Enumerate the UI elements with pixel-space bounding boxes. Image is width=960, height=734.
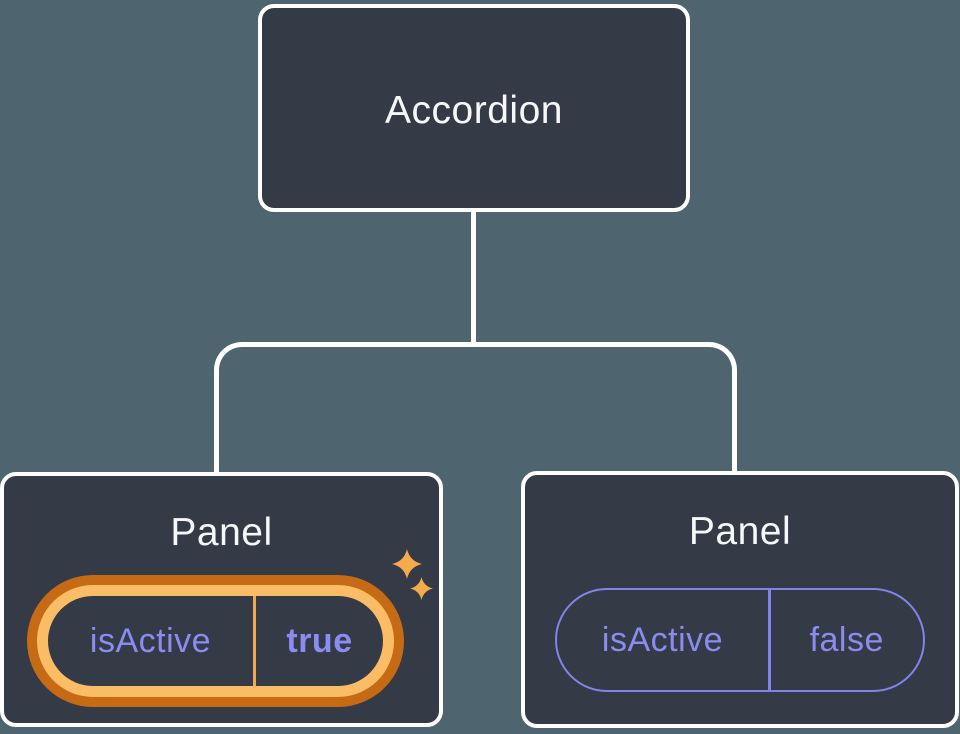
prop-pill-divider <box>768 590 771 690</box>
panel-node-inactive: Panel isActive false <box>521 471 959 728</box>
panel-node-label: Panel <box>688 510 792 553</box>
connector-branch <box>214 342 737 472</box>
prop-value: false <box>809 620 884 659</box>
prop-pill-divider <box>253 596 256 686</box>
accordion-node-label: Accordion <box>385 89 563 132</box>
panel-node-label: Panel <box>170 511 273 554</box>
prop-pill-active-ring: isActive true <box>37 585 394 697</box>
prop-name: isActive <box>89 621 212 660</box>
panel-node-active: Panel isActive true <box>0 472 443 727</box>
prop-pill-inactive: isActive false <box>555 588 925 692</box>
prop-pill-active: isActive true <box>27 575 404 707</box>
prop-name: isActive <box>601 620 724 659</box>
sparkle-icon <box>410 577 433 600</box>
prop-value: true <box>286 621 353 660</box>
connector-stem <box>471 211 476 345</box>
sparkle-icon <box>392 549 422 579</box>
prop-pill-active-core: isActive true <box>48 596 383 686</box>
accordion-node: Accordion <box>258 4 690 212</box>
